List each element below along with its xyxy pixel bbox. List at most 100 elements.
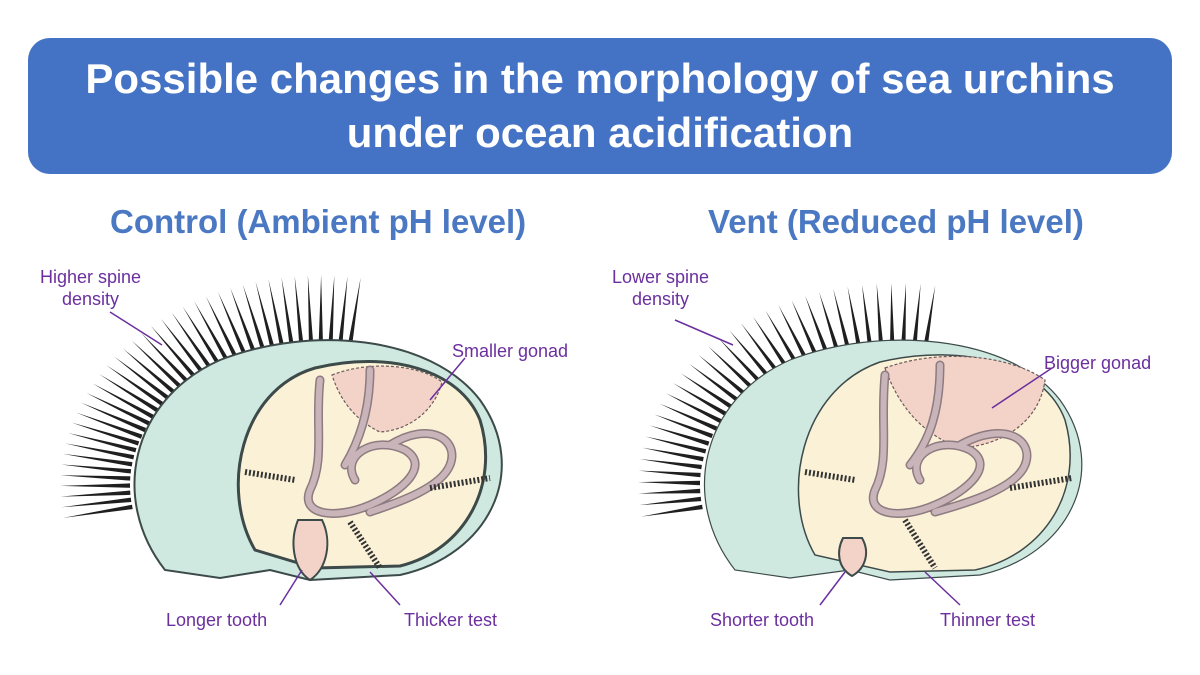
- spine: [912, 284, 921, 346]
- spine: [791, 300, 819, 358]
- control-spines: [60, 275, 361, 518]
- spine: [106, 365, 166, 407]
- control-heading: Control (Ambient pH level): [110, 203, 527, 240]
- spine: [645, 436, 707, 454]
- vent-ampullae: [804, 469, 1073, 570]
- vent-tooth-label: Shorter tooth: [710, 610, 815, 630]
- spine: [150, 325, 198, 381]
- spine: [92, 383, 155, 420]
- spine: [890, 283, 895, 346]
- control-spine-text: Higher spine density: [40, 267, 142, 309]
- spine: [862, 284, 873, 347]
- spine: [901, 283, 907, 346]
- spine: [65, 443, 135, 460]
- control-spine-label: Higher spine density: [40, 266, 141, 310]
- spine: [99, 374, 160, 413]
- spine: [160, 318, 206, 376]
- spine: [718, 338, 763, 385]
- spine: [805, 295, 829, 355]
- spine: [778, 305, 809, 362]
- vent-test-label: Thinner test: [940, 610, 1036, 630]
- spine: [75, 412, 143, 439]
- spine: [60, 490, 131, 497]
- spine: [654, 414, 714, 439]
- spine: [86, 392, 151, 426]
- vent-gonad-label: Bigger gonad: [1044, 353, 1152, 373]
- spine: [171, 312, 214, 372]
- spine: [61, 497, 132, 508]
- spine: [347, 277, 361, 348]
- vent-heading: Vent (Reduced pH level): [708, 203, 1084, 240]
- page-title: Possible changes in the morphology of se…: [85, 55, 1115, 156]
- title-banner: [28, 38, 1172, 174]
- spine: [140, 332, 191, 386]
- vent-tooth: [838, 537, 868, 578]
- control-gut-outline: [305, 367, 455, 517]
- control-tooth-label: Longer tooth: [166, 610, 268, 630]
- vent-gut-outline: [870, 362, 1030, 517]
- spine: [61, 464, 132, 474]
- spine: [638, 488, 701, 494]
- spine: [680, 373, 734, 410]
- spine: [698, 354, 748, 397]
- spine: [255, 281, 276, 350]
- control-test-label: Thicker test: [404, 610, 498, 630]
- vent-tooth-leader: [819, 571, 846, 606]
- spine: [294, 276, 304, 346]
- spine: [60, 475, 131, 481]
- spine: [60, 483, 131, 488]
- spine: [328, 275, 335, 346]
- control-gonad: [331, 365, 443, 433]
- spine: [740, 323, 780, 375]
- control-test-leader: [369, 571, 401, 606]
- spine: [242, 284, 266, 352]
- vent-urchin-diagram: [638, 283, 1083, 606]
- spine: [666, 393, 723, 424]
- spine: [337, 276, 348, 347]
- spine: [689, 363, 741, 403]
- spine: [642, 447, 704, 462]
- spine: [708, 346, 755, 391]
- spine: [230, 287, 257, 355]
- spine: [205, 296, 239, 361]
- spine: [638, 470, 701, 478]
- control-urchin-diagram: [60, 275, 503, 606]
- spine: [62, 453, 133, 467]
- spine: [318, 275, 324, 346]
- spine: [876, 283, 884, 346]
- spine: [673, 383, 728, 417]
- vent-gonad: [884, 355, 1046, 449]
- spine: [68, 432, 137, 453]
- control-ampullae: [244, 469, 491, 570]
- control-spine-leader: [109, 311, 163, 346]
- spine: [833, 288, 851, 350]
- vent-gonad-leader: [991, 367, 1053, 409]
- control-tooth-leader: [279, 569, 303, 606]
- control-tooth: [292, 519, 329, 582]
- spine: [114, 356, 172, 402]
- spine: [729, 330, 772, 380]
- spine: [819, 292, 840, 352]
- spine: [659, 403, 718, 431]
- spine: [131, 340, 184, 391]
- spine: [752, 316, 790, 370]
- spine: [641, 504, 703, 517]
- spine: [638, 480, 701, 486]
- spine: [847, 286, 862, 348]
- spine: [71, 422, 140, 446]
- spine: [194, 301, 230, 364]
- spine: [923, 285, 936, 348]
- spine: [63, 504, 133, 518]
- vent-spine-text: Lower spine density: [612, 267, 710, 309]
- vent-spine-leader: [674, 319, 734, 346]
- vent-spines: [638, 283, 936, 517]
- spine: [765, 310, 799, 366]
- spine: [307, 275, 314, 346]
- spine: [182, 306, 222, 368]
- control-gonad-leader: [429, 357, 466, 401]
- vent-test-leader: [924, 571, 961, 606]
- spine: [268, 279, 285, 349]
- spine: [80, 402, 147, 433]
- spine: [217, 291, 248, 358]
- spine: [122, 348, 178, 396]
